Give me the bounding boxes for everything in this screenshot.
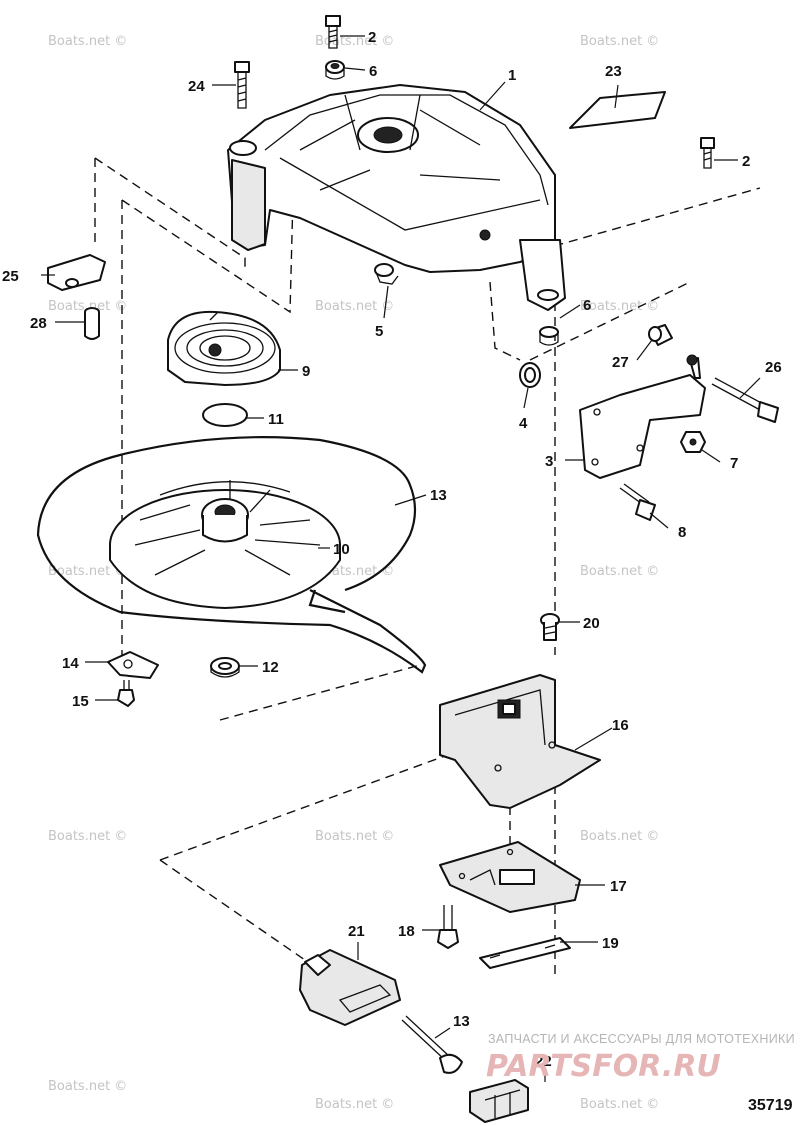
rope-end <box>401 1015 463 1074</box>
callout-10: 10 <box>333 541 350 558</box>
callout-4: 4 <box>519 415 528 432</box>
callout-27: 27 <box>612 354 629 371</box>
watermark: Boats.net © <box>580 34 659 49</box>
callout-3: 3 <box>545 453 553 470</box>
bolt-left <box>234 61 250 109</box>
shop-banner: ЗАПЧАСТИ И АКСЕССУАРЫ ДЛЯ МОТОТЕХНИКИ PA… <box>486 1032 795 1084</box>
retainer-14 <box>107 651 159 679</box>
watermark: Boats.net © <box>580 829 659 844</box>
callout-23: 23 <box>605 63 622 80</box>
gasket-strip <box>479 937 571 969</box>
callout-2: 2 <box>368 29 376 46</box>
starter-rope <box>36 436 427 674</box>
nut-7 <box>680 431 706 453</box>
screw-20 <box>540 613 560 641</box>
screw-8 <box>619 483 656 521</box>
washer-4 <box>519 362 541 388</box>
nut-top <box>325 60 345 80</box>
washer-12 <box>210 657 240 678</box>
watermark: Boats.net © <box>48 564 127 579</box>
watermark-layer: Boats.net © Boats.net © Boats.net © Boat… <box>48 34 659 1112</box>
callout-9: 9 <box>302 363 310 380</box>
callout-17: 17 <box>610 878 627 895</box>
watermark: Boats.net © <box>48 299 127 314</box>
callout-1: 1 <box>508 67 516 84</box>
callout-15: 15 <box>72 693 89 710</box>
watermark: Boats.net © <box>315 829 394 844</box>
spacer-nut <box>539 326 559 346</box>
callout-20: 20 <box>583 615 600 632</box>
callout-5: 5 <box>375 323 383 340</box>
callout-18: 18 <box>398 923 415 940</box>
callout-22: 22 <box>535 1053 552 1070</box>
callout-16: 16 <box>612 717 629 734</box>
plug-11 <box>202 403 248 427</box>
callout-13: 13 <box>430 487 447 504</box>
watermark: Boats.net © <box>48 1079 127 1094</box>
small-plug <box>648 324 673 346</box>
decal-strip <box>569 91 666 129</box>
callout-12: 12 <box>262 659 279 676</box>
watermark: Boats.net © <box>580 1097 659 1112</box>
callout-14: 14 <box>62 655 79 672</box>
rope-pulley <box>109 480 341 609</box>
guide-plate <box>439 841 581 913</box>
callout-2: 2 <box>742 153 750 170</box>
callout-6: 6 <box>583 297 591 314</box>
diagram-number: 35719 <box>748 1097 793 1114</box>
watermark: Boats.net © <box>315 34 394 49</box>
callout-24: 24 <box>188 78 205 95</box>
pin <box>84 307 100 340</box>
callout-11: 11 <box>268 411 284 428</box>
bolt-top <box>325 15 341 49</box>
watermark: Boats.net © <box>315 299 394 314</box>
rope-anchor <box>469 1079 529 1123</box>
bolt-long <box>711 377 779 423</box>
callout-13: 13 <box>453 1013 470 1030</box>
watermark: Boats.net © <box>580 564 659 579</box>
recoil-spring <box>167 310 281 386</box>
callout-8: 8 <box>678 524 686 541</box>
bracket <box>579 354 706 479</box>
callout-25: 25 <box>2 268 19 285</box>
callout-6: 6 <box>369 63 377 80</box>
watermark: Boats.net © <box>315 1097 394 1112</box>
bolt-right <box>700 137 715 169</box>
watermark: Boats.net © <box>580 299 659 314</box>
callout-labels: 1 2 2 3 4 5 6 6 7 8 9 10 11 12 13 13 14 … <box>2 29 782 1070</box>
shop-logo: PARTSFOR.RU <box>486 1049 721 1084</box>
grommet <box>374 263 399 285</box>
callout-leaders <box>41 35 761 1082</box>
starter-housing <box>227 84 566 311</box>
screw-18 <box>437 905 459 949</box>
pawl <box>47 254 106 291</box>
starter-handle <box>299 949 401 1026</box>
shop-tagline: ЗАПЧАСТИ И АКСЕССУАРЫ ДЛЯ МОТОТЕХНИКИ <box>488 1032 795 1046</box>
watermark: Boats.net © <box>48 829 127 844</box>
callout-28: 28 <box>30 315 47 332</box>
screw-15 <box>117 680 135 707</box>
rope-guide <box>439 674 601 809</box>
callout-7: 7 <box>730 455 738 472</box>
callout-21: 21 <box>348 923 365 940</box>
callout-19: 19 <box>602 935 619 952</box>
callout-26: 26 <box>765 359 782 376</box>
watermark: Boats.net © <box>48 34 127 49</box>
